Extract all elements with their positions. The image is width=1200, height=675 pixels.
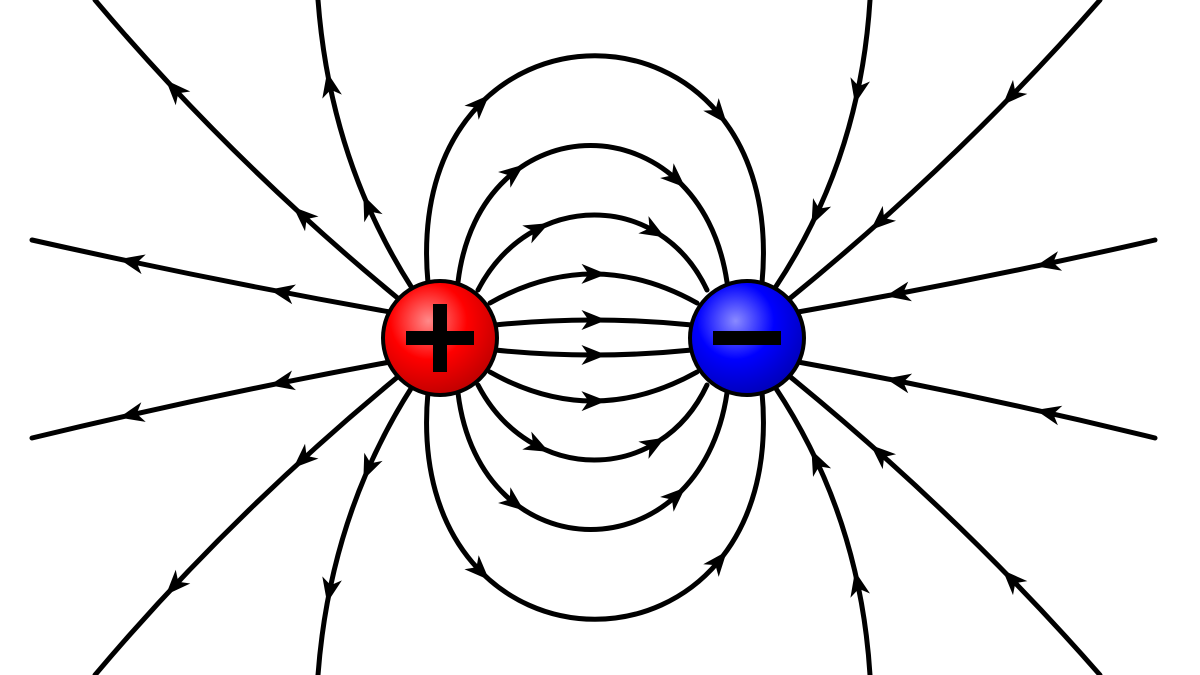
arrow-icon (522, 431, 550, 452)
arrow-icon (498, 164, 524, 188)
field-line (455, 390, 730, 532)
arrow-icon (464, 94, 490, 120)
arrow-icon (464, 555, 490, 581)
arrow-icon (885, 281, 912, 302)
arrow-icon (269, 284, 296, 305)
field-arrows (119, 72, 1063, 603)
field-line (92, 372, 403, 675)
positive-charge (381, 279, 499, 397)
arrow-icon (703, 551, 727, 577)
arrow-icon (660, 487, 686, 512)
arrow-icon (322, 576, 342, 603)
arrow-icon (119, 402, 146, 422)
arrow-icon (363, 195, 383, 223)
arrow-icon (638, 216, 666, 238)
arrow-icon (870, 205, 897, 230)
field-line (455, 143, 730, 285)
field-line (475, 382, 710, 463)
arrow-icon (660, 163, 686, 188)
arrow-icon (269, 370, 296, 391)
arrow-icon (703, 98, 727, 124)
field-line (424, 389, 766, 622)
field-line (785, 0, 1103, 303)
field-line (315, 0, 415, 291)
field-line (475, 212, 710, 293)
arrow-icon (850, 77, 870, 104)
arrow-icon (581, 309, 607, 330)
minus-icon (713, 331, 781, 345)
arrow-icon (850, 571, 870, 598)
arrow-icon (165, 80, 191, 106)
plus-icon (406, 304, 474, 372)
field-line (772, 0, 873, 291)
arrow-icon (522, 223, 550, 244)
field-line (29, 359, 393, 441)
arrow-icon (363, 452, 383, 480)
arrow-icon (293, 443, 319, 468)
arrow-icon (1002, 570, 1028, 596)
field-line (92, 0, 403, 303)
negative-charge (688, 279, 806, 397)
arrow-icon (322, 72, 342, 99)
field-line (772, 384, 873, 675)
field-lines (29, 0, 1158, 675)
arrow-icon (581, 263, 607, 284)
arrow-icon (498, 487, 524, 511)
field-line (424, 53, 766, 286)
arrow-icon (638, 437, 666, 459)
arrow-icon (581, 345, 607, 366)
field-line (29, 237, 393, 315)
arrow-icon (1002, 79, 1028, 105)
arrow-icon (1035, 405, 1063, 426)
arrow-icon (165, 569, 191, 595)
field-line (795, 359, 1158, 441)
arrow-icon (811, 198, 832, 225)
arrow-icon (811, 450, 832, 477)
arrow-icon (870, 445, 897, 470)
field-line (795, 237, 1158, 315)
arrow-icon (119, 254, 146, 275)
arrow-icon (885, 373, 913, 394)
field-line (785, 372, 1103, 675)
arrow-icon (293, 207, 319, 232)
arrow-icon (1035, 251, 1063, 271)
arrow-icon (581, 391, 607, 412)
field-line (315, 384, 415, 675)
